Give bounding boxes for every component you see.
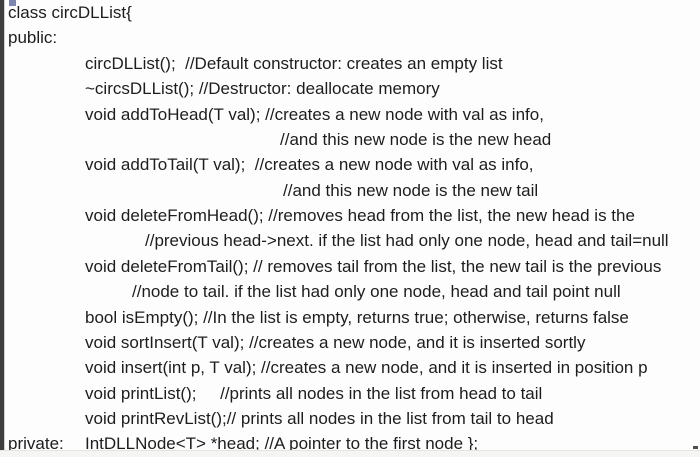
code-line: //and this new node is the new tail (283, 180, 539, 200)
left-border-bar (0, 0, 4, 452)
member-declaration: IntDLLNode<T> *head; //A pointer to the … (85, 434, 479, 454)
access-specifier-label: private: (8, 434, 64, 454)
code-line: void sortInsert(T val); //creates a new … (85, 332, 586, 352)
code-line: void printList(); //prints all nodes in … (85, 383, 543, 403)
bottom-margin-strip (0, 451, 700, 457)
code-line: ~circsDLList(); //Destructor: deallocate… (85, 79, 440, 99)
selection-marker-artifact (9, 0, 16, 6)
code-line: //node to tail. if the list had only one… (132, 282, 621, 302)
code-line: class circDLList{ (8, 3, 132, 22)
code-line: //previous head->next. if the list had o… (145, 231, 669, 251)
code-line: void addToTail(T val); //creates a new n… (85, 155, 534, 175)
code-line: void printRevList();// prints all nodes … (85, 409, 554, 428)
code-line-private: private: IntDLLNode<T> *head; //A pointe… (0, 431, 700, 456)
code-line: void deleteFromHead(); //removes head fr… (85, 206, 635, 225)
code-line: bool isEmpty(); //In the list is empty, … (85, 307, 629, 327)
code-line: //and this new node is the new head (280, 129, 552, 149)
code-line: public: (8, 28, 58, 48)
code-line: void insert(int p, T val); //creates a n… (85, 358, 648, 378)
code-line: circDLList(); //Default constructor: cre… (85, 53, 503, 73)
left-edge-line (4, 0, 5, 452)
code-line: void deleteFromTail(); // removes tail f… (85, 256, 662, 276)
code-line: void addToHead(T val); //creates a new n… (85, 104, 544, 124)
bottom-right-mark (693, 446, 698, 449)
bottom-divider-line (0, 450, 700, 451)
